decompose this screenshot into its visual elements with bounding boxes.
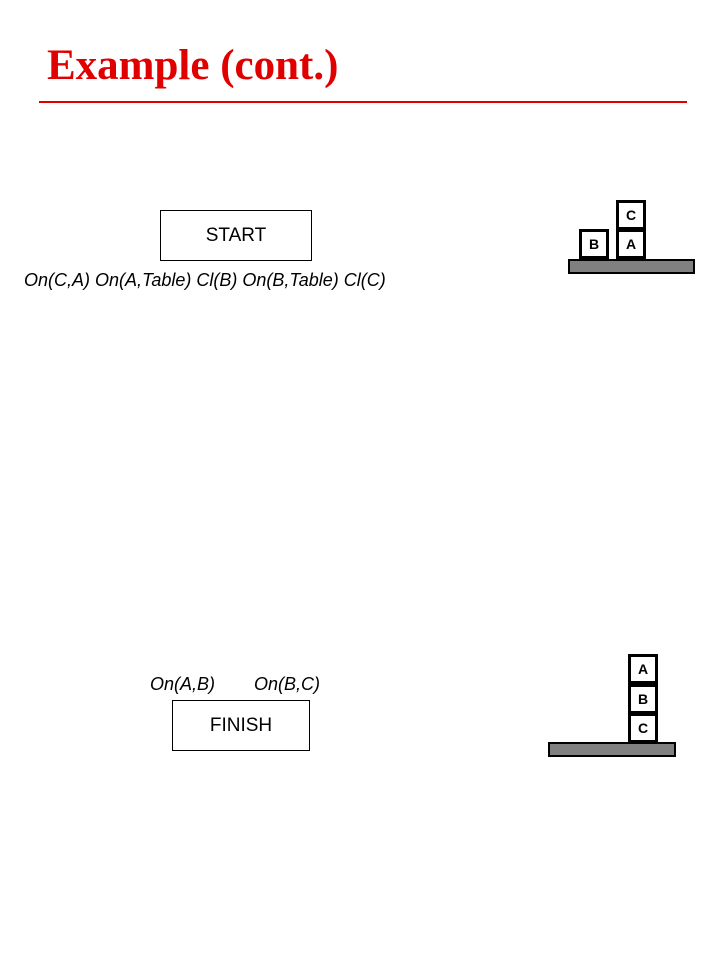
slide-title: Example (cont.) [47,42,339,89]
start-block-a: A [616,229,646,259]
finish-block-a-label: A [637,661,649,677]
start-block-c: C [616,200,646,230]
start-step-box: START [160,210,312,261]
start-block-b: B [579,229,609,259]
finish-block-b: B [628,684,658,714]
finish-step-label: FINISH [209,714,273,736]
start-step-label: START [205,224,267,246]
finish-block-a: A [628,654,658,684]
finish-block-c-label: C [637,720,649,736]
start-block-a-label: A [625,236,637,252]
finish-step-box: FINISH [172,700,310,751]
finish-table-surface [548,742,676,757]
start-block-b-label: B [588,236,600,252]
finish-block-b-label: B [637,691,649,707]
finish-condition-on-b-c: On(B,C) [254,674,321,694]
finish-condition-on-a-b: On(A,B) [150,674,216,694]
title-divider [39,101,687,103]
finish-block-c: C [628,713,658,743]
start-conditions: On(C,A) On(A,Table) Cl(B) On(B,Table) Cl… [24,270,386,290]
start-table-surface [568,259,695,274]
start-block-c-label: C [625,207,637,223]
